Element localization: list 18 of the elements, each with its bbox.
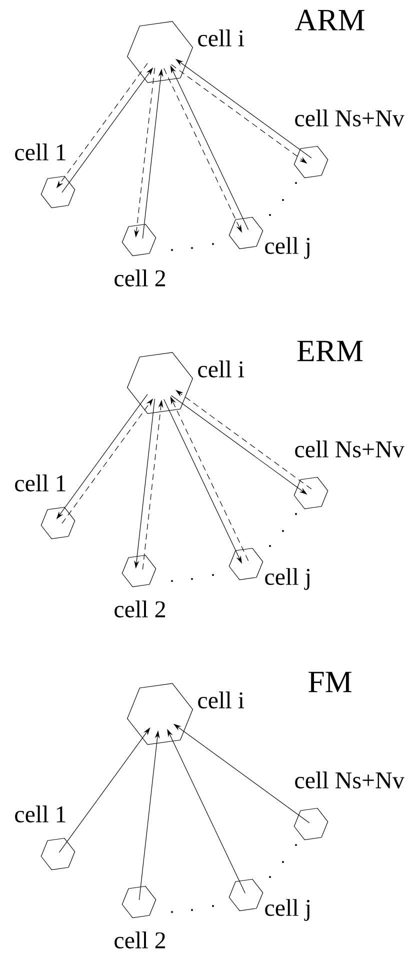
- panel-title: ERM: [297, 340, 363, 362]
- cell-label: cell 1: [15, 474, 66, 492]
- cell-label: cell 2: [114, 932, 165, 948]
- cell-label: cell j: [265, 568, 310, 590]
- cell-label: cell 2: [114, 270, 165, 286]
- cell-label: cell 2: [114, 600, 165, 618]
- cell-label: cell Ns+Nv: [295, 772, 404, 788]
- panel-title: ARM: [294, 10, 364, 30]
- cell-label: cell i: [198, 360, 244, 378]
- cell-label: cell j: [265, 237, 310, 259]
- cell-label: cell i: [198, 30, 244, 46]
- cell-label: cell i: [198, 692, 244, 708]
- cell-label: cell Ns+Nv: [295, 440, 404, 458]
- cell-label: cell 1: [15, 144, 66, 160]
- cell-label: cell j: [265, 899, 310, 921]
- cell-label: cell Ns+Nv: [295, 110, 404, 126]
- panel-title: FM: [308, 672, 352, 692]
- cell-label: cell 1: [15, 806, 66, 822]
